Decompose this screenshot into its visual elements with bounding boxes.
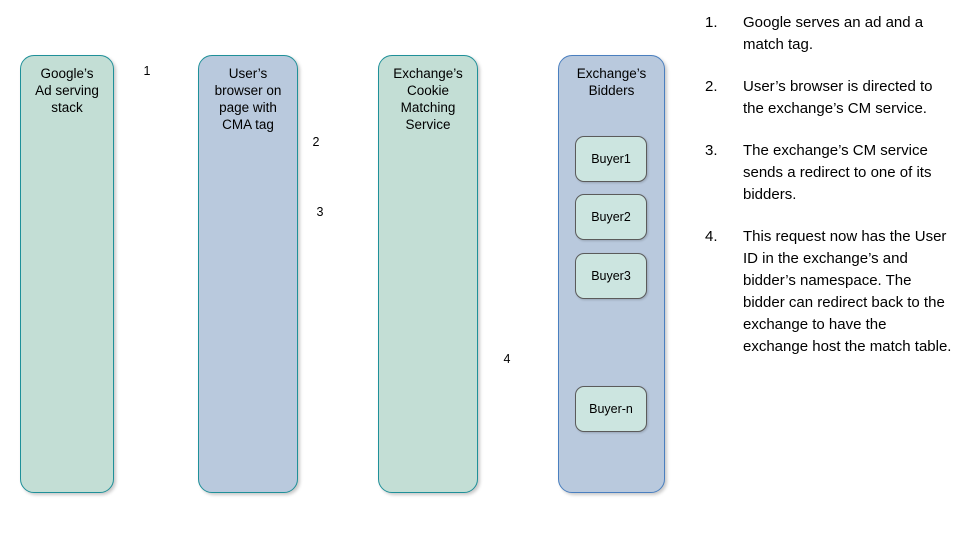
node-exchange-cookie-matching-service: Exchange’s Cookie Matching Service (378, 55, 478, 493)
step-item: 2. User’s browser is directed to the exc… (705, 76, 955, 120)
step-number: 1. (705, 14, 718, 31)
node-user-browser: User’s browser on page with CMA tag (198, 55, 298, 493)
arrow-4-number: 4 (503, 352, 511, 366)
buyer-chip: Buyer2 (575, 194, 647, 240)
node-label: Google’s Ad serving stack (35, 66, 99, 115)
buyer-label: Buyer3 (591, 269, 631, 283)
buyer-chip: Buyer3 (575, 253, 647, 299)
buyer-label: Buyer-n (589, 402, 633, 416)
step-number: 3. (705, 142, 718, 159)
arrow-3-number: 3 (316, 205, 324, 219)
node-label: Exchange’s Cookie Matching Service (393, 66, 463, 132)
buyer-chip: Buyer1 (575, 136, 647, 182)
step-text: This request now has the User ID in the … (743, 228, 952, 355)
buyer-label: Buyer1 (591, 152, 631, 166)
step-item: 3. The exchange’s CM service sends a red… (705, 140, 955, 206)
step-number: 2. (705, 78, 718, 95)
step-text: The exchange’s CM service sends a redire… (743, 142, 932, 203)
node-label: Exchange’s Bidders (576, 66, 647, 98)
arrow-1-number: 1 (143, 64, 151, 78)
steps-list: 1. Google serves an ad and a match tag. … (705, 12, 955, 378)
arrow-2-number: 2 (312, 135, 320, 149)
step-text: User’s browser is directed to the exchan… (743, 78, 933, 117)
step-item: 4. This request now has the User ID in t… (705, 226, 955, 358)
node-label: User’s browser on page with CMA tag (214, 66, 282, 132)
step-number: 4. (705, 228, 718, 245)
step-text: Google serves an ad and a match tag. (743, 14, 924, 53)
node-google-ad-serving-stack: Google’s Ad serving stack (20, 55, 114, 493)
step-item: 1. Google serves an ad and a match tag. (705, 12, 955, 56)
buyer-label: Buyer2 (591, 210, 631, 224)
buyer-chip: Buyer-n (575, 386, 647, 432)
